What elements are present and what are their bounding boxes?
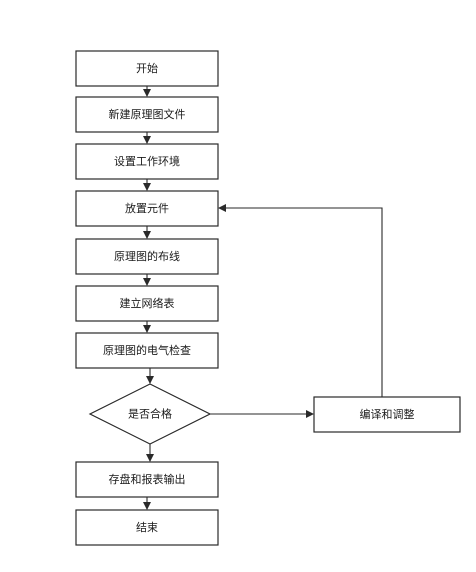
- node-new-schematic: 新建原理图文件: [75, 96, 219, 133]
- node-erc-label: 原理图的电气检查: [103, 343, 191, 357]
- node-pass-check-label: 是否合格: [128, 407, 172, 421]
- node-erc: 原理图的电气检查: [75, 332, 219, 369]
- node-edit-adjust-label: 编译和调整: [360, 407, 415, 421]
- node-save-output-label: 存盘和报表输出: [109, 472, 186, 486]
- node-netlist: 建立网络表: [75, 285, 219, 322]
- node-start-label: 开始: [136, 61, 158, 75]
- node-setup-env-label: 设置工作环境: [114, 154, 180, 168]
- node-place-parts-label: 放置元件: [125, 201, 169, 215]
- node-end-label: 结束: [136, 521, 158, 534]
- node-netlist-label: 建立网络表: [120, 296, 175, 310]
- node-edit-adjust: 编译和调整: [313, 396, 461, 433]
- node-new-schematic-label: 新建原理图文件: [109, 107, 186, 121]
- node-end: 结束: [75, 509, 219, 546]
- node-start: 开始: [75, 50, 219, 87]
- node-pass-check: 是否合格: [88, 383, 212, 445]
- node-save-output: 存盘和报表输出: [75, 461, 219, 498]
- node-place-parts: 放置元件: [75, 190, 219, 227]
- node-wiring-label: 原理图的布线: [114, 249, 180, 263]
- node-setup-env: 设置工作环境: [75, 143, 219, 180]
- node-wiring: 原理图的布线: [75, 238, 219, 275]
- edge-edit-back-to-place: [218, 204, 383, 397]
